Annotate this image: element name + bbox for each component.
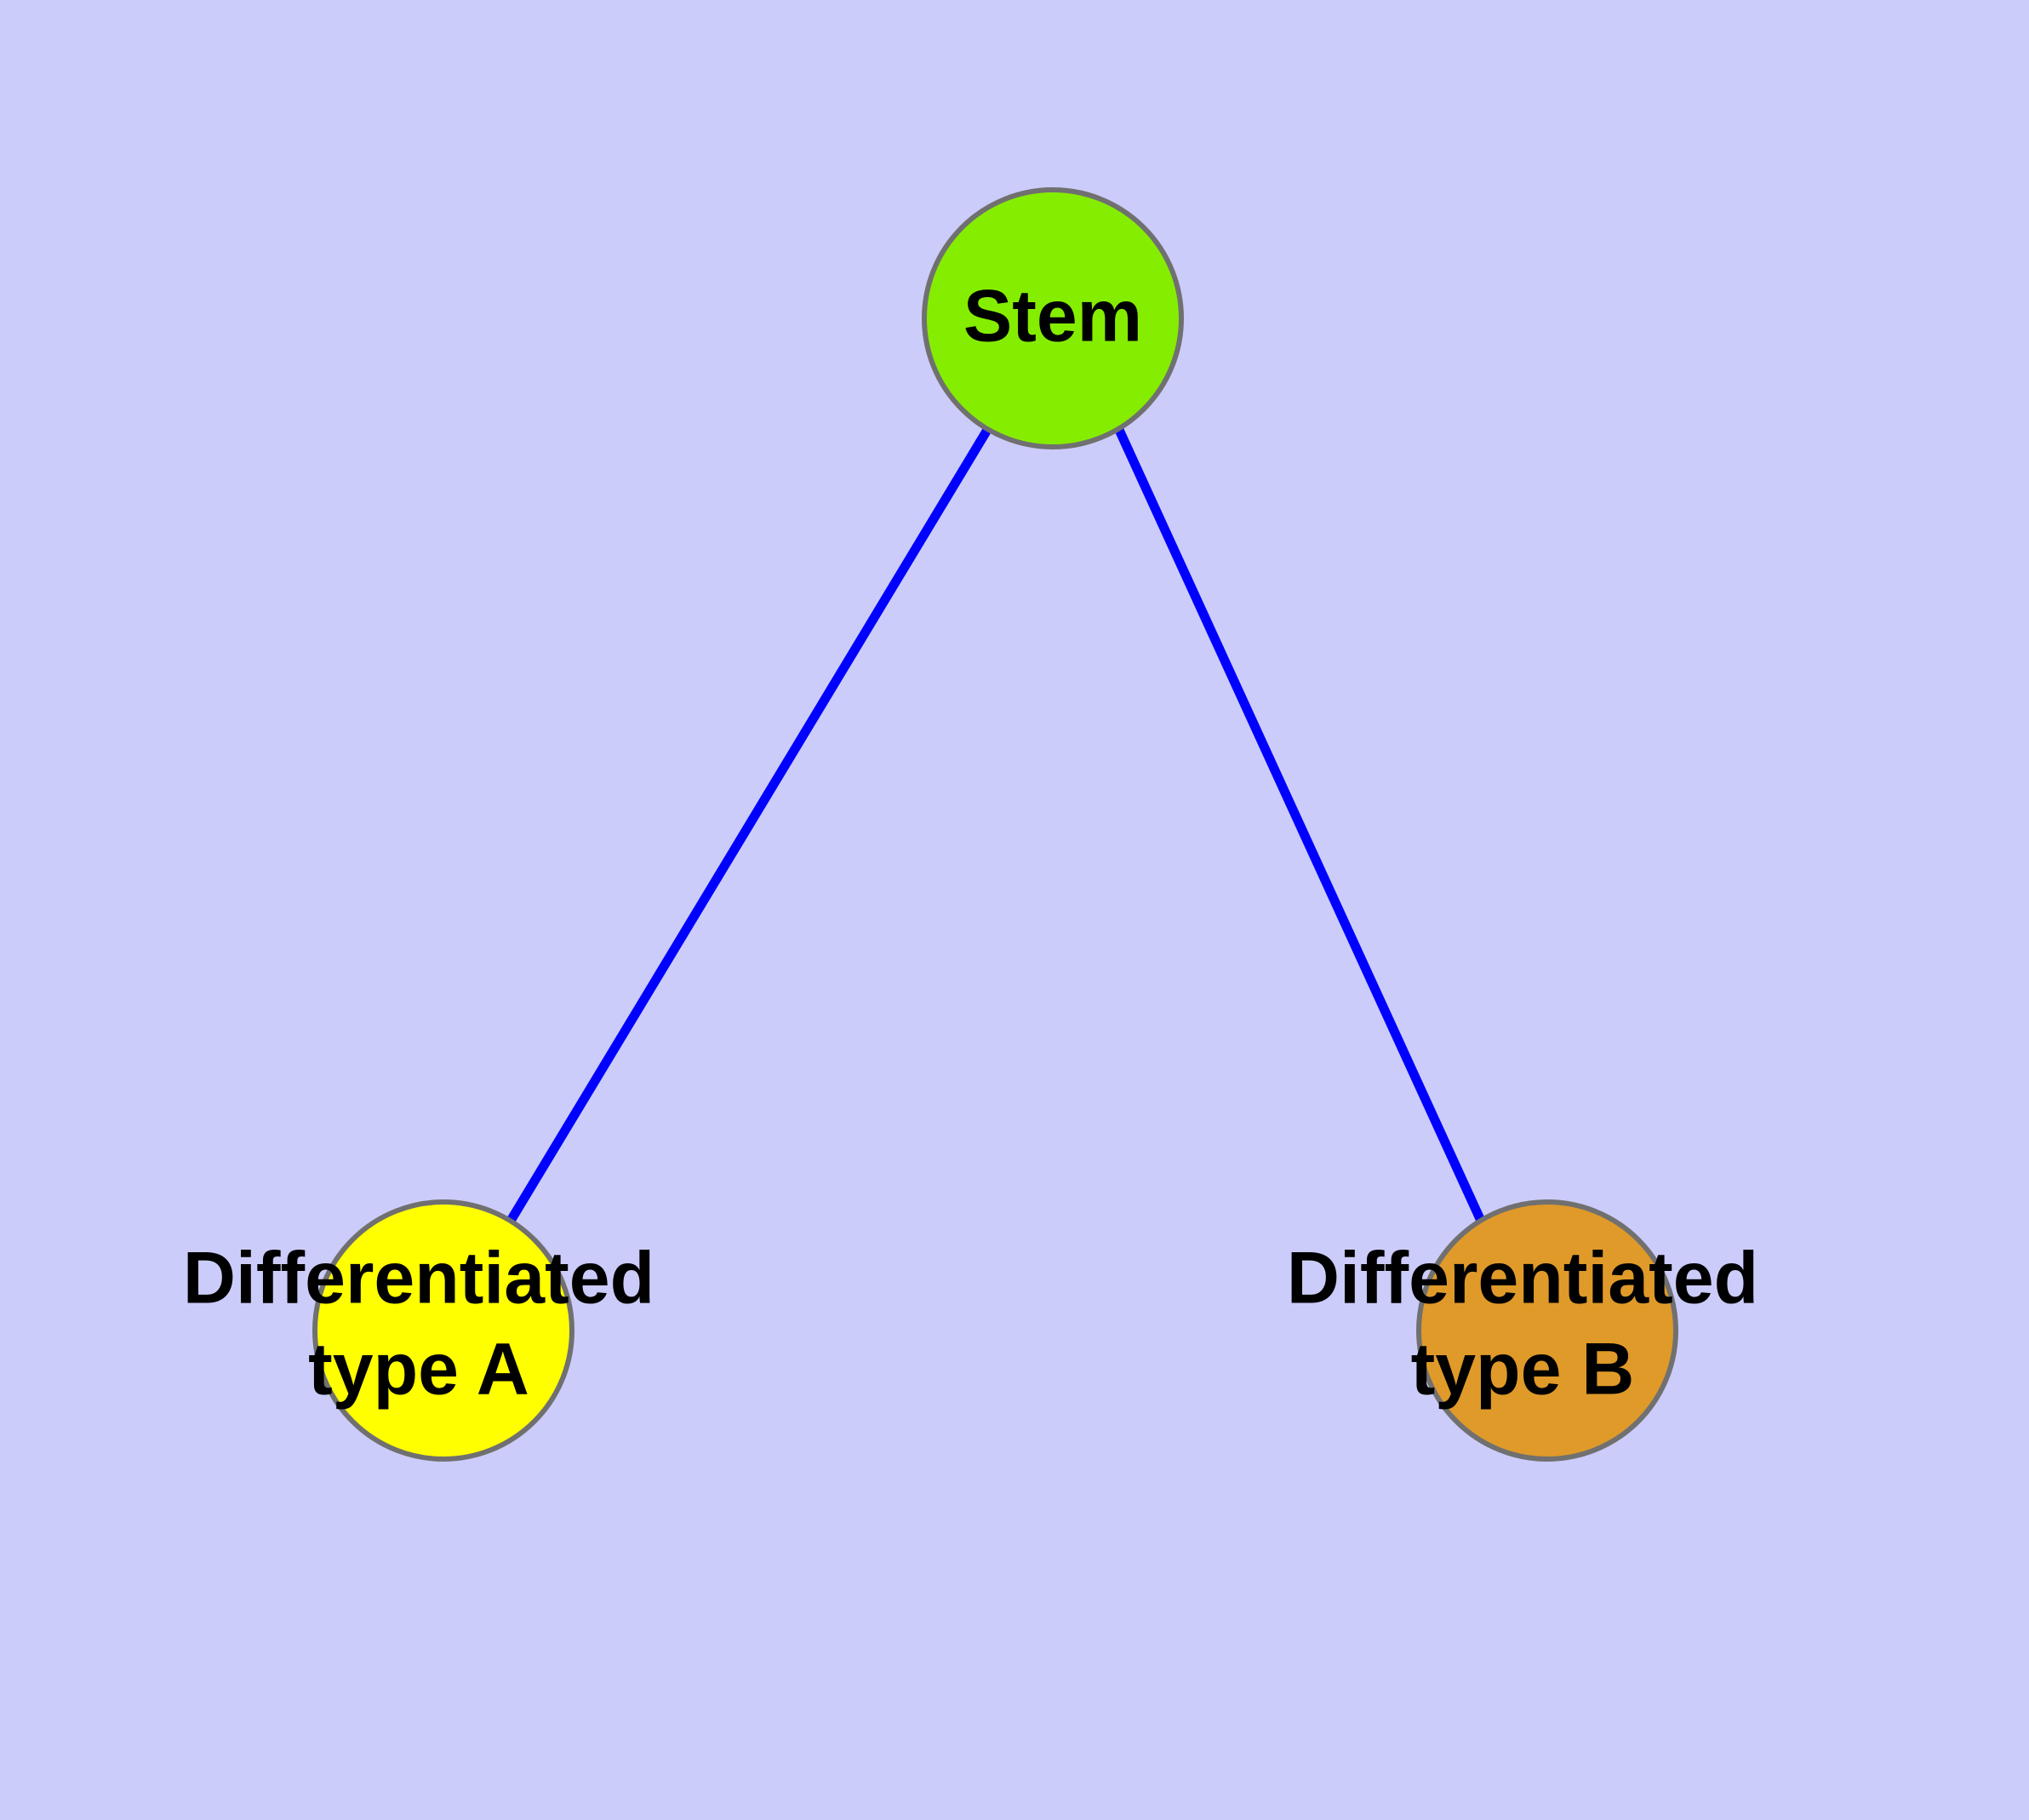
node-differentiated-type-b-circle[interactable] xyxy=(1416,1199,1678,1462)
edge-stem-to-differentiated-type-b[interactable] xyxy=(1114,427,1486,1223)
node-stem[interactable]: Stem xyxy=(922,187,1184,449)
node-differentiated-type-b-label-line-1: Differentiated xyxy=(1287,1238,1758,1319)
edge-stem-to-differentiated-type-a[interactable] xyxy=(506,427,992,1223)
node-stem-label-line-1: Stem xyxy=(963,276,1142,358)
node-differentiated-type-b-label-line-2: type B xyxy=(1411,1329,1635,1411)
node-differentiated-type-a[interactable]: Differentiated type A xyxy=(183,1199,654,1462)
node-differentiated-type-a-circle[interactable] xyxy=(312,1199,574,1462)
node-differentiated-type-b[interactable]: Differentiated type B xyxy=(1287,1199,1758,1462)
node-stem-circle[interactable] xyxy=(922,187,1184,449)
edge-layer xyxy=(506,427,1486,1223)
node-differentiated-type-a-label-line-1: Differentiated xyxy=(183,1238,654,1319)
node-differentiated-type-a-label-line-2: type A xyxy=(308,1329,529,1411)
